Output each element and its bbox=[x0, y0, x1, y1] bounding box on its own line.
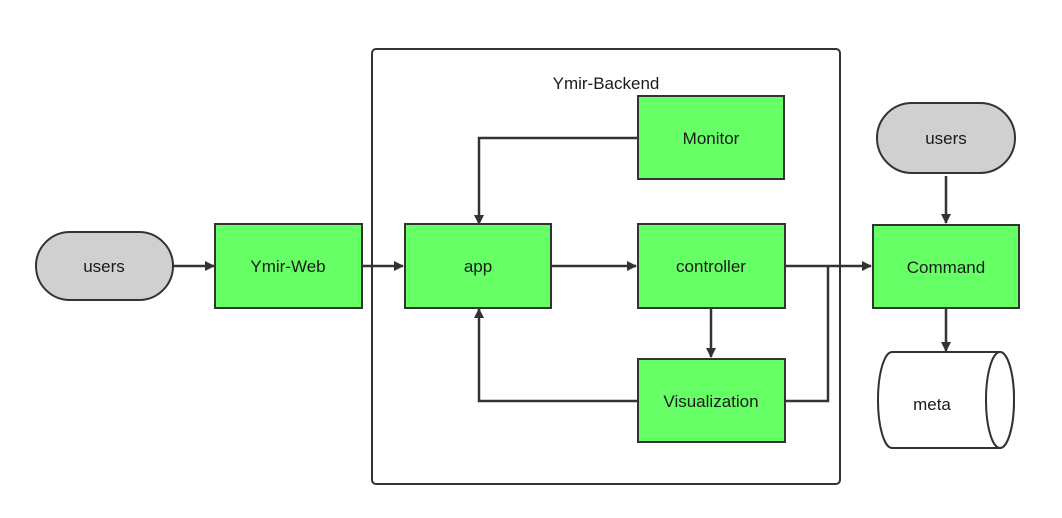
edge-visualization-to-command bbox=[786, 266, 830, 403]
command-label: Command bbox=[907, 258, 985, 277]
users-right-node: users bbox=[876, 102, 1016, 174]
users-right-label: users bbox=[925, 129, 967, 148]
app-label: app bbox=[464, 257, 492, 276]
ymir-web-node: Ymir-Web bbox=[214, 223, 363, 309]
command-node: Command bbox=[872, 224, 1020, 309]
meta-storage-node: meta bbox=[877, 351, 1015, 449]
monitor-node: Monitor bbox=[637, 95, 785, 180]
controller-label: controller bbox=[676, 257, 746, 276]
backend-title: Ymir-Backend bbox=[553, 74, 660, 93]
visualization-label: Visualization bbox=[663, 392, 758, 411]
edge-monitor-to-app bbox=[474, 136, 638, 225]
edges bbox=[173, 136, 951, 403]
users-left-label: users bbox=[83, 257, 125, 276]
ymir-web-label: Ymir-Web bbox=[250, 257, 325, 276]
controller-node: controller bbox=[637, 223, 786, 309]
app-node: app bbox=[404, 223, 552, 309]
edge-visualization-to-app bbox=[474, 308, 638, 403]
visualization-node: Visualization bbox=[637, 358, 786, 443]
users-left-node: users bbox=[35, 231, 174, 301]
meta-label: meta bbox=[913, 395, 951, 414]
monitor-label: Monitor bbox=[683, 129, 740, 148]
